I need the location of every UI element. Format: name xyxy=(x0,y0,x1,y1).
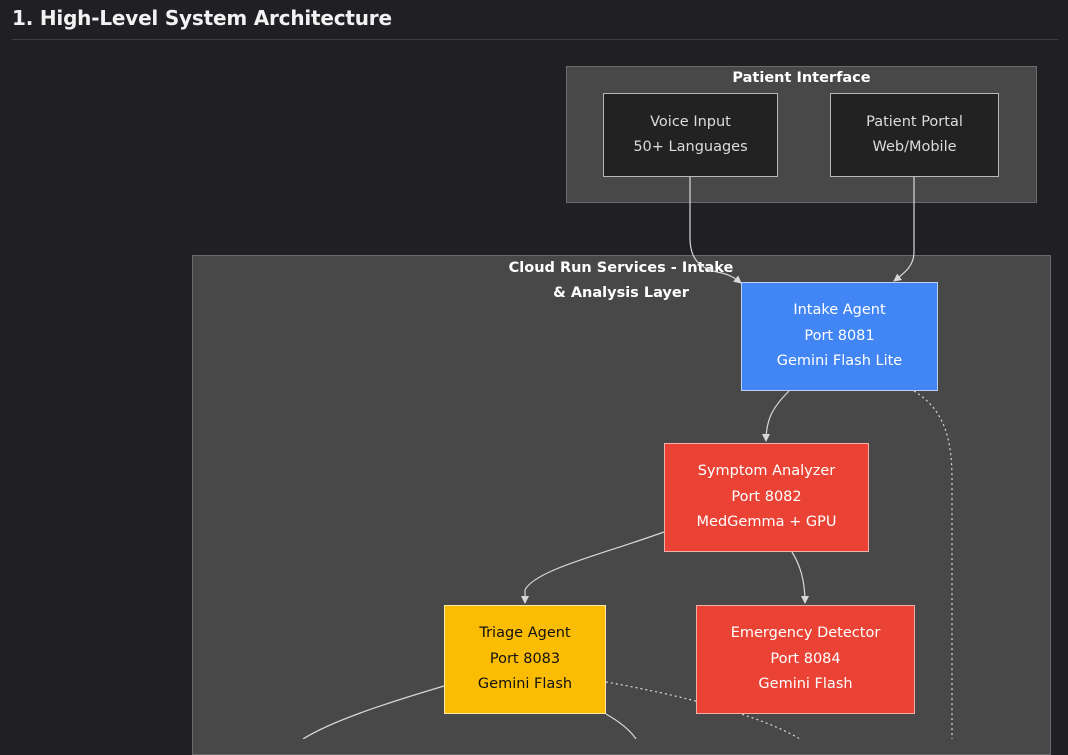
triage-agent-title: Triage Agent xyxy=(479,625,571,642)
voice-input-title: Voice Input xyxy=(650,113,731,130)
emergency-detector-node: Emergency Detector Port 8084 Gemini Flas… xyxy=(696,605,915,714)
diagram-edges xyxy=(302,177,953,739)
voice-input-node: Voice Input 50+ Languages xyxy=(603,93,778,177)
emergency-detector-title: Emergency Detector xyxy=(730,625,881,642)
patient-portal-detail: Web/Mobile xyxy=(872,139,957,155)
cloud-run-group-title-line1: Cloud Run Services - Intake xyxy=(508,260,734,276)
voice-input-detail: 50+ Languages xyxy=(633,139,748,155)
intake-agent-node: Intake Agent Port 8081 Gemini Flash Lite xyxy=(741,282,938,391)
patient-portal-title: Patient Portal xyxy=(866,113,963,130)
triage-agent-port: Port 8083 xyxy=(489,650,561,667)
symptom-analyzer-model: MedGemma + GPU xyxy=(696,514,837,531)
emergency-detector-port: Port 8084 xyxy=(770,650,841,667)
intake-agent-model: Gemini Flash Lite xyxy=(776,353,903,370)
triage-agent-node: Triage Agent Port 8083 Gemini Flash xyxy=(444,605,606,714)
patient-interface-group-title: Patient Interface xyxy=(732,70,871,86)
edge-triage-down-right xyxy=(605,713,637,739)
triage-agent-model: Gemini Flash xyxy=(477,676,573,693)
edge-voice-to-intake xyxy=(689,177,742,284)
emergency-detector-model: Gemini Flash xyxy=(758,676,853,693)
page-title: 1. High-Level System Architecture xyxy=(12,6,392,30)
intake-agent-port: Port 8081 xyxy=(804,327,875,344)
symptom-analyzer-node: Symptom Analyzer Port 8082 MedGemma + GP… xyxy=(664,443,869,552)
edge-portal-to-intake xyxy=(893,177,915,282)
intake-agent-title: Intake Agent xyxy=(793,302,886,319)
edge-analyzer-to-emergency xyxy=(791,551,809,604)
cloud-run-group-title-line2: & Analysis Layer xyxy=(553,285,689,301)
cloud-run-group-title: Cloud Run Services - Intake & Analysis L… xyxy=(470,256,772,306)
edge-intake-to-analyzer xyxy=(762,390,790,442)
edge-analyzer-to-triage xyxy=(521,531,665,604)
symptom-analyzer-title: Symptom Analyzer xyxy=(697,463,836,480)
patient-portal-node: Patient Portal Web/Mobile xyxy=(830,93,999,177)
edge-intake-dotted-down xyxy=(913,390,953,739)
title-divider xyxy=(12,39,1058,40)
edge-triage-left-down xyxy=(302,685,445,739)
symptom-analyzer-port: Port 8082 xyxy=(731,488,802,505)
